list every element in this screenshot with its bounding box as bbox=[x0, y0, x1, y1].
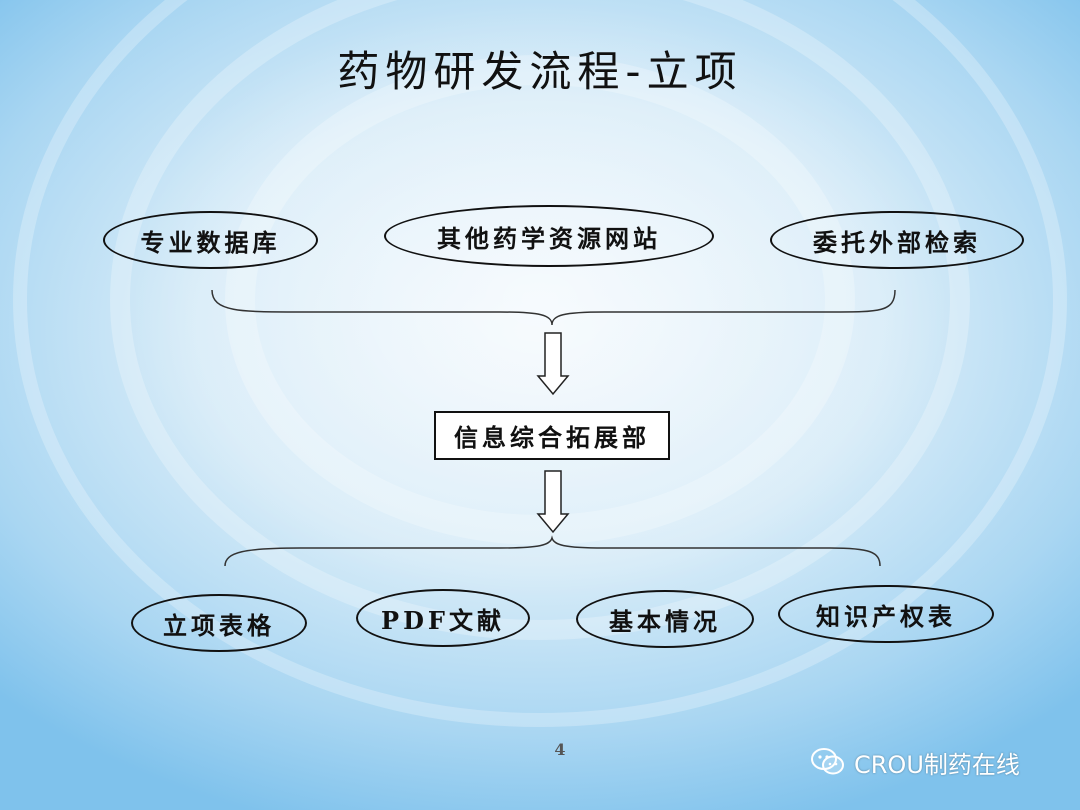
watermark: CROU制药在线 bbox=[810, 744, 1020, 780]
node-label: 其他药学资源网站 bbox=[437, 224, 661, 253]
output-node-ip-table: 知识产权表 bbox=[778, 585, 994, 643]
page-title: 药物研发流程-立项 bbox=[337, 47, 743, 96]
source-node-outsourced-search: 委托外部检索 bbox=[770, 211, 1024, 269]
center-node: 信息综合拓展部 bbox=[434, 411, 670, 460]
node-label: 信息综合拓展部 bbox=[454, 424, 650, 452]
watermark-text: CROU制药在线 bbox=[854, 750, 1020, 779]
output-node-basic-info: 基本情况 bbox=[576, 590, 754, 648]
arrow-down-icon bbox=[536, 332, 570, 396]
node-label: 专业数据库 bbox=[140, 228, 281, 257]
wechat-icon bbox=[811, 748, 844, 775]
bottom-brace bbox=[224, 535, 881, 567]
node-label: 知识产权表 bbox=[816, 602, 956, 631]
node-label: 立项表格 bbox=[163, 611, 275, 640]
arrow-down-icon bbox=[536, 470, 570, 534]
source-node-database: 专业数据库 bbox=[103, 211, 318, 269]
output-node-pdf-literature: PDF文献 bbox=[356, 589, 530, 647]
output-node-project-form: 立项表格 bbox=[131, 594, 307, 652]
page-number: 4 bbox=[554, 740, 566, 759]
node-label: 基本情况 bbox=[609, 607, 721, 636]
node-label: PDF文献 bbox=[381, 605, 505, 635]
top-brace bbox=[211, 289, 896, 326]
node-label: 委托外部检索 bbox=[813, 228, 981, 257]
source-node-websites: 其他药学资源网站 bbox=[384, 205, 714, 267]
